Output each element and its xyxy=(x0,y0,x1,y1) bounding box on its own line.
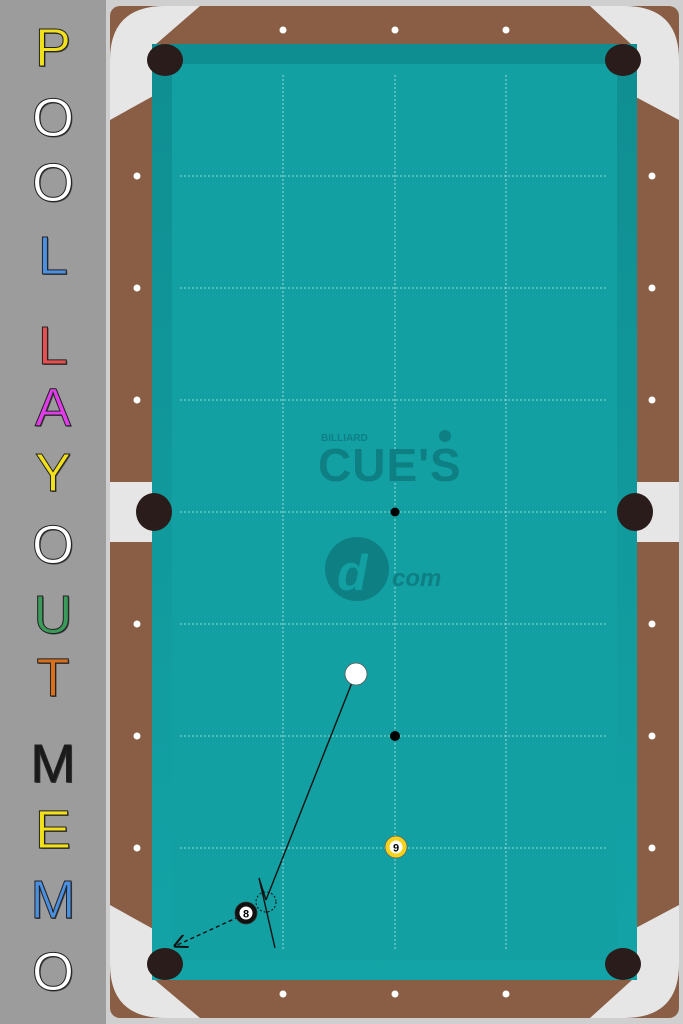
shot-path xyxy=(175,674,356,948)
logo-domain-text: com xyxy=(392,565,441,592)
title-letter: O xyxy=(31,88,74,149)
billiard-cues-logo: BILLIARD CUE'S d com xyxy=(318,430,462,601)
pocket-top-left[interactable] xyxy=(147,44,183,76)
title-letter: O xyxy=(31,153,74,214)
spot-head xyxy=(390,507,400,517)
cue-ball[interactable] xyxy=(344,662,368,686)
logo-ball-icon xyxy=(439,430,451,442)
pocket-side-right[interactable] xyxy=(617,493,653,531)
logo-d-icon xyxy=(325,537,389,601)
title-letter: P xyxy=(34,18,72,79)
title-letter: L xyxy=(37,226,69,287)
title-letter: Y xyxy=(34,443,72,504)
ball-eight[interactable]: 8 xyxy=(234,901,258,925)
title-letter: M xyxy=(30,870,76,931)
pocket-bottom-left[interactable] xyxy=(147,948,183,980)
logo-small-text: BILLIARD xyxy=(321,433,368,444)
title-letter: U xyxy=(33,585,73,646)
rail-diamonds xyxy=(133,26,656,998)
spot-foot xyxy=(390,731,400,741)
ball-nine[interactable]: 9 xyxy=(384,835,408,859)
ghost-ball xyxy=(255,891,277,913)
logo-big-text: CUE'S xyxy=(318,439,462,491)
title-letter: T xyxy=(36,648,70,709)
cue-path-line xyxy=(265,674,356,901)
pocket-side-left[interactable] xyxy=(136,493,172,531)
title-letter: E xyxy=(34,800,72,861)
title-letter: M xyxy=(30,734,76,795)
ball-eight-label: 8 xyxy=(243,909,249,921)
title-letter: O xyxy=(31,515,74,576)
object-ball-path-line xyxy=(175,913,246,946)
title-letter: A xyxy=(34,378,72,439)
title-letter: L xyxy=(37,316,69,377)
ball-nine-label: 9 xyxy=(393,843,399,855)
title-letter: O xyxy=(31,942,74,1003)
logo-d-glyph: d xyxy=(337,545,369,601)
pocket-top-right[interactable] xyxy=(605,44,641,76)
pocket-bottom-right[interactable] xyxy=(605,948,641,980)
